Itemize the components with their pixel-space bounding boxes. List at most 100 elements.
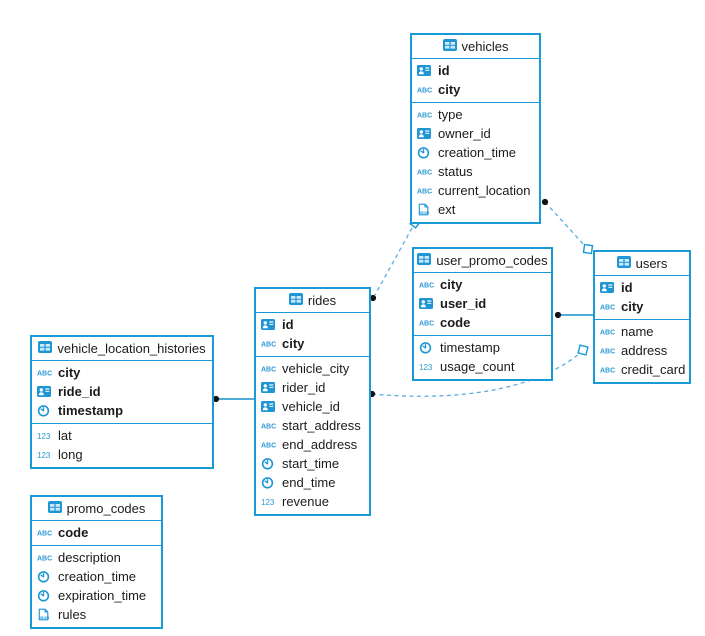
table-name: users xyxy=(635,256,668,271)
column-name: long xyxy=(58,447,83,462)
relation-vehicles-users[interactable] xyxy=(541,198,594,255)
column-name: start_address xyxy=(282,418,361,433)
column-row: expiration_time xyxy=(32,586,161,605)
text-icon: ABC xyxy=(37,527,54,538)
table-header[interactable]: users xyxy=(595,252,689,276)
primary-key-row: id xyxy=(595,278,689,297)
svg-text:123: 123 xyxy=(37,432,51,441)
svg-text:ABC: ABC xyxy=(600,330,615,337)
table-name: rides xyxy=(307,293,337,308)
text-icon: ABC xyxy=(417,109,434,120)
uuid-icon xyxy=(37,386,54,397)
column-name: code xyxy=(58,525,89,540)
column-name: creation_time xyxy=(58,569,137,584)
timestamp-icon xyxy=(417,146,434,159)
table-name: vehicles xyxy=(461,39,509,54)
timestamp-icon xyxy=(37,404,54,417)
column-name: rider_id xyxy=(282,380,326,395)
number-icon: 123 xyxy=(37,449,54,460)
column-name: end_time xyxy=(282,475,336,490)
column-name: type xyxy=(438,107,463,122)
svg-text:123: 123 xyxy=(419,363,433,372)
json-icon: JSON xyxy=(37,608,54,621)
relation-user_promo_codes-users[interactable] xyxy=(554,311,593,319)
uuid-icon xyxy=(261,319,278,330)
svg-text:ABC: ABC xyxy=(37,531,52,538)
svg-text:ABC: ABC xyxy=(600,368,615,375)
svg-text:ABC: ABC xyxy=(419,283,434,290)
column-name: timestamp xyxy=(58,403,124,418)
uuid-icon xyxy=(417,65,434,76)
uuid-icon xyxy=(261,382,278,393)
column-name: status xyxy=(438,164,473,179)
primary-key-row: ABC code xyxy=(32,523,161,542)
column-name: lat xyxy=(58,428,72,443)
svg-text:ABC: ABC xyxy=(261,443,276,450)
table-icon xyxy=(417,253,432,268)
column-row: ABC type xyxy=(412,105,539,124)
number-icon: 123 xyxy=(37,430,54,441)
number-icon: 123 xyxy=(261,496,278,507)
column-row: vehicle_id xyxy=(256,397,369,416)
column-name: credit_card xyxy=(621,362,686,377)
uuid-icon xyxy=(261,401,278,412)
column-name: vehicle_city xyxy=(282,361,350,376)
table-header[interactable]: user_promo_codes xyxy=(414,249,551,273)
text-icon: ABC xyxy=(419,317,436,328)
relation-dot-endpoint xyxy=(554,311,562,319)
table-header[interactable]: vehicle_location_histories xyxy=(32,337,212,361)
primary-key-row: timestamp xyxy=(32,401,212,420)
primary-key-row: id xyxy=(412,61,539,80)
relation-square-endpoint xyxy=(582,243,594,255)
text-icon: ABC xyxy=(261,439,278,450)
column-row: 123 usage_count xyxy=(414,357,551,376)
uuid-icon xyxy=(417,128,434,139)
svg-text:123: 123 xyxy=(261,498,275,507)
svg-text:ABC: ABC xyxy=(417,189,432,196)
primary-key-row: ABC city xyxy=(414,275,551,294)
svg-text:123: 123 xyxy=(37,451,51,460)
column-row: 123 long xyxy=(32,445,212,464)
svg-text:ABC: ABC xyxy=(417,113,432,120)
relation-line[interactable] xyxy=(374,227,413,296)
column-section: timestamp 123 usage_count xyxy=(414,336,551,379)
column-row: timestamp xyxy=(414,338,551,357)
timestamp-icon xyxy=(419,341,436,354)
column-name: usage_count xyxy=(440,359,515,374)
relation-line[interactable] xyxy=(544,201,586,247)
table-name: user_promo_codes xyxy=(436,253,548,268)
number-icon: 123 xyxy=(419,361,436,372)
table-header[interactable]: vehicles xyxy=(412,35,539,59)
relation-square-endpoint xyxy=(577,344,589,356)
column-name: city xyxy=(440,277,463,292)
relation-vehicle_location_histories-rides[interactable] xyxy=(212,395,254,403)
column-name: city xyxy=(58,365,81,380)
column-section: 123 lat 123 long xyxy=(32,424,212,467)
timestamp-icon xyxy=(37,570,54,583)
table-header[interactable]: rides xyxy=(256,289,369,313)
column-name: owner_id xyxy=(438,126,491,141)
text-icon: ABC xyxy=(37,367,54,378)
column-row: owner_id xyxy=(412,124,539,143)
column-name: start_time xyxy=(282,456,340,471)
primary-key-row: id xyxy=(256,315,369,334)
column-name: description xyxy=(58,550,121,565)
text-icon: ABC xyxy=(261,420,278,431)
table-header[interactable]: promo_codes xyxy=(32,497,161,521)
